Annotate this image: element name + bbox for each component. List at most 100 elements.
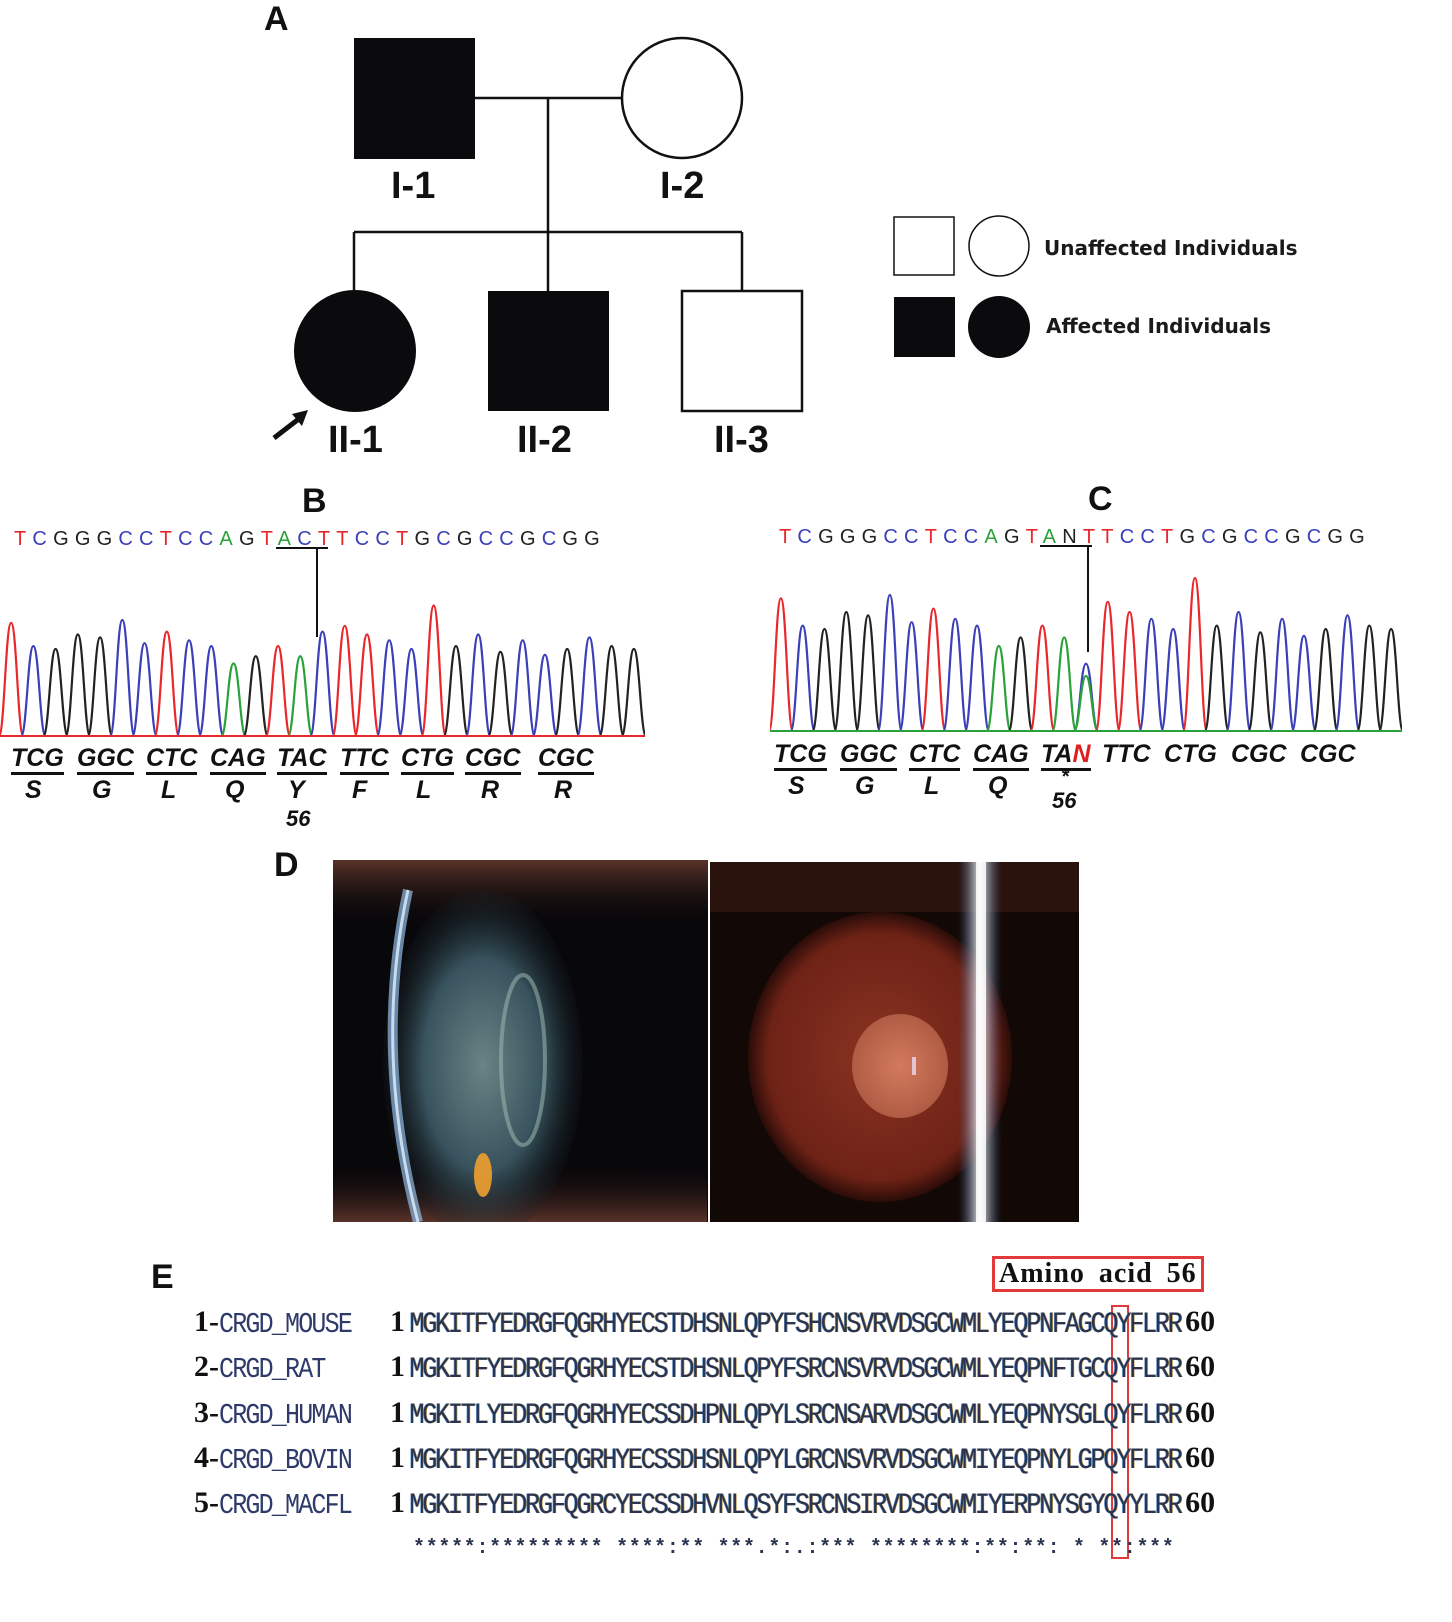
trace-peak xyxy=(942,617,969,733)
end-position: 60 xyxy=(1185,1305,1216,1338)
trace-peak xyxy=(1051,636,1078,733)
codon: TTC xyxy=(340,744,389,775)
alignment-row: 2-CRGD_RAT xyxy=(194,1350,326,1387)
panel-label-d: D xyxy=(274,846,299,884)
legend-unaffected-female-icon xyxy=(968,215,1030,277)
base-call: C xyxy=(1119,526,1141,548)
codon: TCG xyxy=(11,744,64,775)
trace-peak xyxy=(1007,636,1034,733)
codon: GGC xyxy=(77,744,134,775)
base-call: C xyxy=(32,528,54,550)
alignment-row: 5-CRGD_MACFL xyxy=(194,1486,353,1522)
label-ii-3: II-3 xyxy=(714,419,769,461)
legend-unaffected-male-icon xyxy=(893,216,955,276)
trace-peak xyxy=(86,636,114,738)
trace-peak xyxy=(1181,576,1209,733)
base-call: C xyxy=(1264,526,1285,548)
base-call: T xyxy=(924,526,944,548)
cataract-slit-image xyxy=(333,860,708,1222)
base-call: C xyxy=(541,528,563,550)
individual-ii-3-unaffected-male xyxy=(680,289,804,413)
base-call: C xyxy=(178,528,199,550)
codon: CTC xyxy=(909,740,961,771)
base-call: A xyxy=(219,528,239,550)
amino-acid-56-label: Amino acid 56 xyxy=(992,1256,1204,1292)
base-call: G xyxy=(1003,526,1026,548)
position-56-highlight-box xyxy=(1111,1305,1129,1559)
alignment-row: 1-CRGD_MOUSE xyxy=(194,1305,353,1342)
trace-peak xyxy=(1247,631,1274,733)
trace-peak xyxy=(553,647,581,738)
codon: CAG xyxy=(210,744,266,775)
trace-peak xyxy=(286,655,314,738)
codon: CGC xyxy=(1231,740,1287,768)
trace-peak xyxy=(1269,617,1296,733)
base-call: G xyxy=(238,528,261,550)
trace-peak xyxy=(197,644,225,738)
base-call: G xyxy=(414,528,437,550)
codon-56-marker-line xyxy=(1087,547,1089,652)
alignment-row: 4-CRGD_BOVIN xyxy=(194,1441,353,1478)
base-call: T xyxy=(1101,526,1120,548)
amino-acid: F xyxy=(352,776,368,804)
panel-label-a: A xyxy=(264,0,289,38)
panel-label-c: C xyxy=(1088,480,1113,518)
label-i-1: I-1 xyxy=(391,165,436,207)
codon: TCG xyxy=(774,740,827,771)
amino-acid: S xyxy=(788,772,805,800)
start-position: 1 xyxy=(390,1486,405,1519)
amino-acid: G xyxy=(92,776,112,804)
codon-56-underline xyxy=(276,547,328,549)
base-call: C xyxy=(139,528,160,550)
alignment-sequence-row: 1 MGKITLYEDRGFQGRHYECSSDHPNLQPYLSRCNSARV… xyxy=(390,1396,1215,1433)
base-call: G xyxy=(1179,526,1202,548)
species-name: CRGD_RAT xyxy=(219,1352,326,1387)
conservation-line: *****:********* ****:** ***.*:.:*** ****… xyxy=(413,1537,1175,1560)
base-call: A xyxy=(984,526,1004,548)
start-position: 1 xyxy=(390,1396,405,1429)
trace-peak xyxy=(309,630,336,738)
amino-acid: L xyxy=(924,772,940,800)
wildtype-chromatogram-trace xyxy=(0,604,645,738)
trace-peak xyxy=(1072,674,1100,733)
trace-peak xyxy=(464,633,492,738)
individual-i-1-affected-male xyxy=(354,38,475,159)
trace-peak xyxy=(1225,610,1252,733)
trace-peak xyxy=(1029,624,1056,733)
slit-lamp-photo-right xyxy=(710,862,1079,1222)
trace-peak xyxy=(331,624,359,738)
alignment-row: 3-CRGD_HUMAN xyxy=(194,1396,353,1433)
row-number: 2- xyxy=(194,1350,219,1383)
species-name: CRGD_MOUSE xyxy=(219,1307,353,1342)
slit-lamp-photo-left xyxy=(333,860,708,1222)
trace-peak xyxy=(985,644,1012,733)
amino-acid-56: Y xyxy=(288,776,305,804)
trace-peak xyxy=(898,621,925,733)
codon: CAG xyxy=(973,740,1029,771)
base-call: C xyxy=(904,526,925,548)
trace-peak xyxy=(42,647,69,738)
base-call: G xyxy=(584,528,606,550)
trace-peak xyxy=(789,624,816,733)
amino-acid: L xyxy=(161,776,177,804)
trace-peak xyxy=(920,607,947,733)
trace-peak xyxy=(0,621,25,738)
trace-peak xyxy=(153,630,181,738)
base-call: C xyxy=(883,526,905,548)
trace-peak xyxy=(242,655,270,738)
end-position: 60 xyxy=(1185,1350,1216,1383)
base-call: T xyxy=(396,528,415,550)
trace-peak xyxy=(1203,624,1230,733)
base-call: T xyxy=(779,526,798,548)
base-call: C xyxy=(1243,526,1265,548)
species-name: CRGD_BOVIN xyxy=(219,1443,353,1478)
protein-sequence: MGKITFYEDRGFQGRHYECSTDHSNLQPYFSRCNSVRVDS… xyxy=(409,1352,1182,1387)
codon-56-mutant: TAN xyxy=(1041,740,1091,771)
trace-peak xyxy=(876,593,903,733)
trace-peak xyxy=(833,610,860,733)
position-56-label: 56 xyxy=(286,806,311,831)
species-name: CRGD_HUMAN xyxy=(219,1398,353,1433)
codon: CTG xyxy=(401,744,454,775)
amino-acid: L xyxy=(416,776,432,804)
label-ii-2: II-2 xyxy=(517,419,572,461)
